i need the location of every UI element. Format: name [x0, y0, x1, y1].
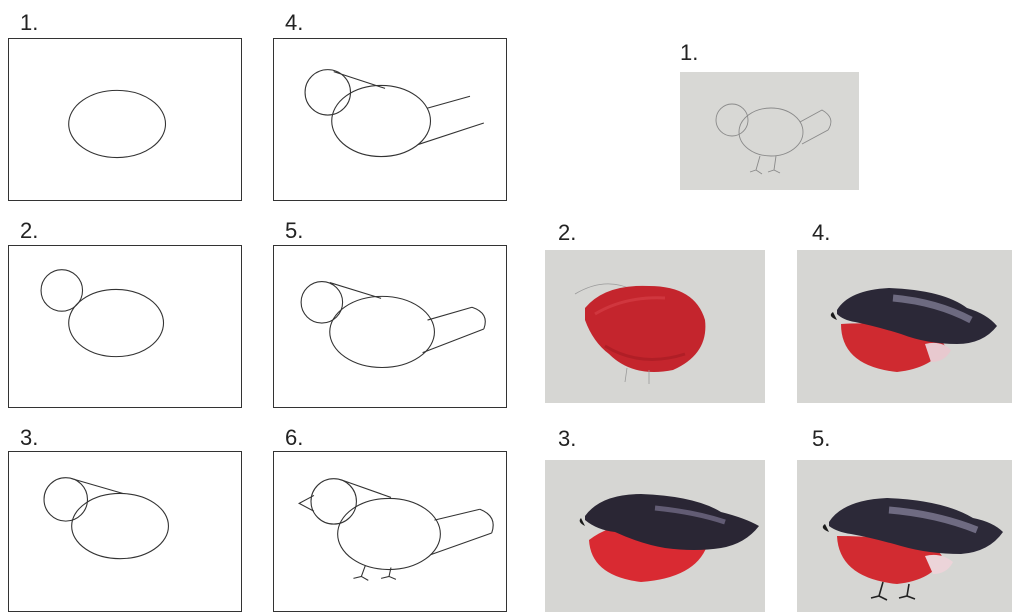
- sketch-step-3-panel: [8, 451, 242, 612]
- paint-step-4-photo: [797, 250, 1012, 403]
- paint-step-3-photo: [545, 460, 765, 612]
- sketch-step-3-drawing: [9, 452, 241, 611]
- paint-step-3-bird: [545, 460, 765, 612]
- sketch-step-2-panel: [8, 245, 242, 408]
- sketch-step-5-label: 5.: [285, 220, 303, 242]
- paint-step-2-label: 2.: [558, 222, 576, 244]
- sketch-step-1-label: 1.: [20, 12, 38, 34]
- paint-step-2-red-body: [545, 250, 765, 403]
- paint-step-1-photo: [680, 72, 859, 190]
- paint-step-3-label: 3.: [558, 428, 576, 450]
- sketch-step-6-drawing: [274, 452, 506, 611]
- paint-step-5-label: 5.: [812, 428, 830, 450]
- sketch-step-6-label: 6.: [285, 427, 303, 449]
- sketch-step-4-label: 4.: [285, 12, 303, 34]
- sketch-step-2-label: 2.: [20, 220, 38, 242]
- sketch-step-2-drawing: [9, 246, 241, 407]
- sketch-step-1-panel: [8, 38, 242, 201]
- paint-step-1-label: 1.: [680, 42, 698, 64]
- paint-step-2-photo: [545, 250, 765, 403]
- sketch-step-5-panel: [273, 245, 507, 408]
- sketch-step-6-panel: [273, 451, 507, 612]
- paint-step-5-bird: [797, 460, 1012, 612]
- paint-step-5-photo: [797, 460, 1012, 612]
- sketch-step-4-panel: [273, 38, 507, 201]
- sketch-step-1-drawing: [9, 39, 241, 200]
- paint-step-4-label: 4.: [812, 222, 830, 244]
- sketch-step-4-drawing: [274, 39, 506, 200]
- paint-step-1-pencil-sketch: [680, 72, 859, 190]
- sketch-step-5-drawing: [274, 246, 506, 407]
- paint-step-4-bird: [797, 250, 1012, 403]
- sketch-step-3-label: 3.: [20, 427, 38, 449]
